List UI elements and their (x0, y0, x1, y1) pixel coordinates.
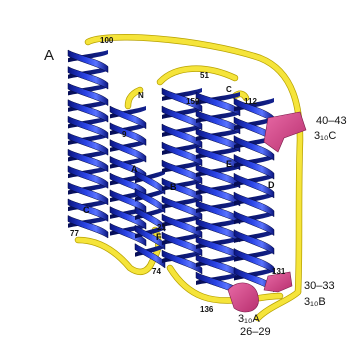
helices (68, 50, 274, 296)
residue-51-label: 51 (200, 71, 209, 80)
panel-label: A (44, 47, 54, 64)
helix-a-label: A (131, 164, 138, 174)
n-terminus-label: N (138, 91, 144, 100)
residue-21-label: 21 (157, 223, 166, 232)
residue-9-label: 9 (122, 130, 127, 139)
c-terminus-label: C (226, 85, 232, 94)
helix-3-10-c-label: 3₁₀C (314, 130, 336, 142)
residue-136-label: 136 (200, 305, 214, 314)
loop-bottom-left (78, 240, 152, 272)
helix-e-ribbon (196, 92, 240, 296)
residue-159-label: 159 (186, 97, 200, 106)
helix-3-10-a-label: 3₁₀A (238, 313, 260, 325)
helix-3-10-c-range: 40–43 (316, 115, 347, 127)
residue-77-label: 77 (70, 229, 79, 238)
residue-112-label: 112 (244, 97, 257, 106)
helix-c-label: C (83, 205, 90, 215)
helix-3-10-a-range: 26–29 (240, 326, 271, 338)
helix-f-label: F (156, 232, 162, 242)
helix-3-10-b-label: 3₁₀B (304, 296, 326, 308)
helix-d-label: D (268, 180, 275, 190)
helix-b-label: B (170, 182, 177, 192)
helix-e-label: E (226, 159, 232, 169)
residue-74-label: 74 (152, 267, 161, 276)
residue-131-label: 131 (272, 267, 286, 276)
helix-3-10-a (228, 283, 259, 312)
helix-3-10-b-range: 30–33 (304, 280, 335, 292)
residue-100-label: 100 (100, 36, 114, 45)
